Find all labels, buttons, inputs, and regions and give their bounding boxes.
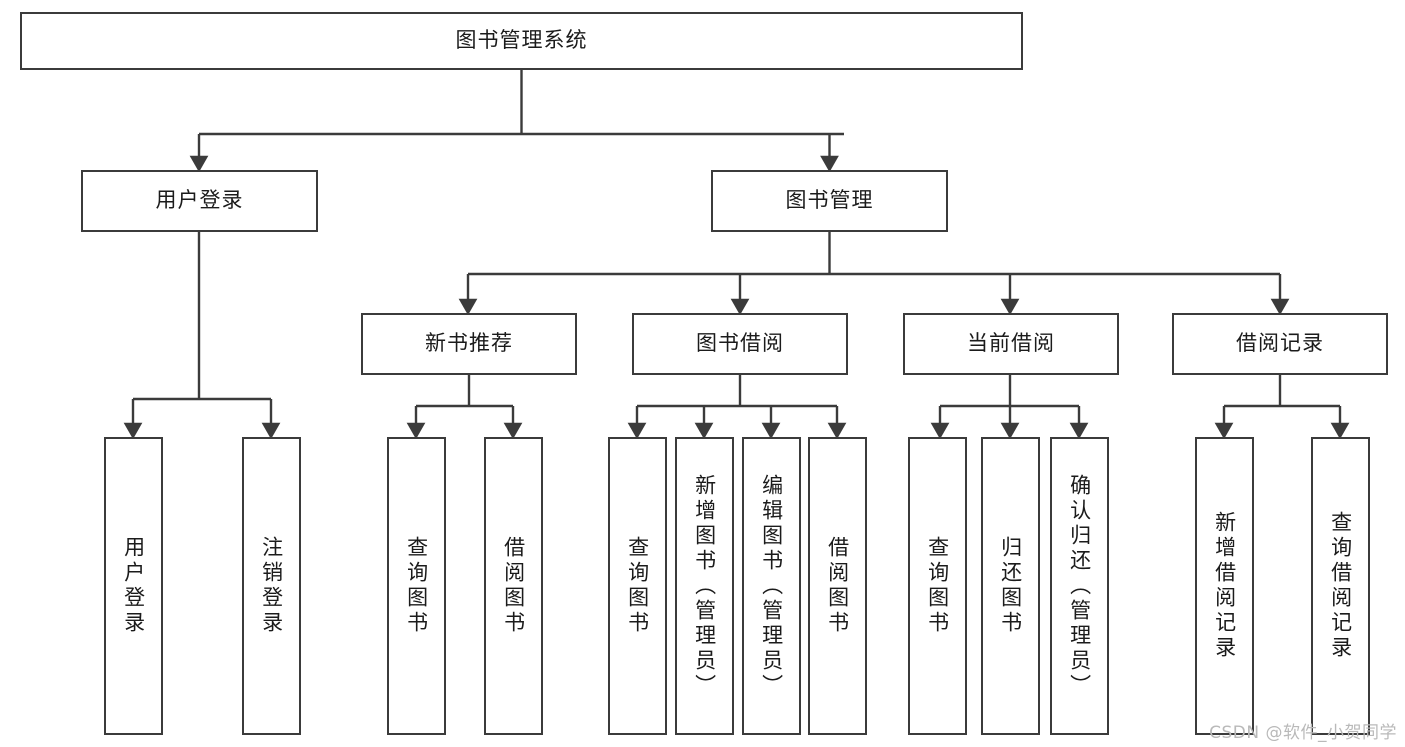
- node-label: 编辑图书（管理员）: [759, 473, 784, 699]
- node-leaf-return-book[interactable]: 归还图书: [981, 437, 1040, 735]
- watermark-text: CSDN @软件_小贺同学: [1209, 723, 1397, 743]
- node-label: 查询借阅记录: [1328, 511, 1353, 661]
- node-root-system[interactable]: 图书管理系统: [20, 12, 1023, 70]
- node-label: 用户登录: [155, 188, 244, 213]
- node-leaf-add-borrow-record[interactable]: 新增借阅记录: [1195, 437, 1254, 735]
- node-leaf-confirm-return-admin[interactable]: 确认归还（管理员）: [1050, 437, 1109, 735]
- node-label: 新增图书（管理员）: [692, 473, 717, 699]
- node-user-login[interactable]: 用户登录: [81, 170, 318, 232]
- node-leaf-logout[interactable]: 注销登录: [242, 437, 301, 735]
- node-leaf-user-login[interactable]: 用户登录: [104, 437, 163, 735]
- node-label: 图书管理: [785, 188, 874, 213]
- node-label: 图书管理系统: [455, 28, 588, 53]
- node-leaf-query-book-current[interactable]: 查询图书: [908, 437, 967, 735]
- node-book-borrow[interactable]: 图书借阅: [632, 313, 848, 375]
- node-leaf-add-book-admin[interactable]: 新增图书（管理员）: [675, 437, 734, 735]
- node-label: 新增借阅记录: [1212, 511, 1237, 661]
- node-label: 当前借阅: [967, 331, 1055, 356]
- node-leaf-borrow-book[interactable]: 借阅图书: [808, 437, 867, 735]
- node-label: 查询图书: [925, 536, 950, 636]
- node-label: 查询图书: [625, 536, 650, 636]
- node-label: 图书借阅: [696, 331, 784, 356]
- node-label: 借阅图书: [501, 536, 526, 636]
- node-new-book-recommend[interactable]: 新书推荐: [361, 313, 577, 375]
- node-leaf-query-book-recommend[interactable]: 查询图书: [387, 437, 446, 735]
- node-label: 归还图书: [998, 536, 1023, 636]
- node-leaf-query-book-borrow[interactable]: 查询图书: [608, 437, 667, 735]
- node-label: 借阅图书: [825, 536, 850, 636]
- node-label: 借阅记录: [1236, 331, 1324, 356]
- node-current-borrow[interactable]: 当前借阅: [903, 313, 1119, 375]
- node-leaf-edit-book-admin[interactable]: 编辑图书（管理员）: [742, 437, 801, 735]
- node-label: 新书推荐: [425, 331, 513, 356]
- node-leaf-query-borrow-record[interactable]: 查询借阅记录: [1311, 437, 1370, 735]
- node-label: 用户登录: [121, 536, 146, 636]
- node-leaf-borrow-book-recommend[interactable]: 借阅图书: [484, 437, 543, 735]
- node-label: 注销登录: [259, 536, 284, 636]
- node-borrow-record[interactable]: 借阅记录: [1172, 313, 1388, 375]
- node-book-management[interactable]: 图书管理: [711, 170, 948, 232]
- node-label: 确认归还（管理员）: [1067, 473, 1092, 699]
- node-label: 查询图书: [404, 536, 429, 636]
